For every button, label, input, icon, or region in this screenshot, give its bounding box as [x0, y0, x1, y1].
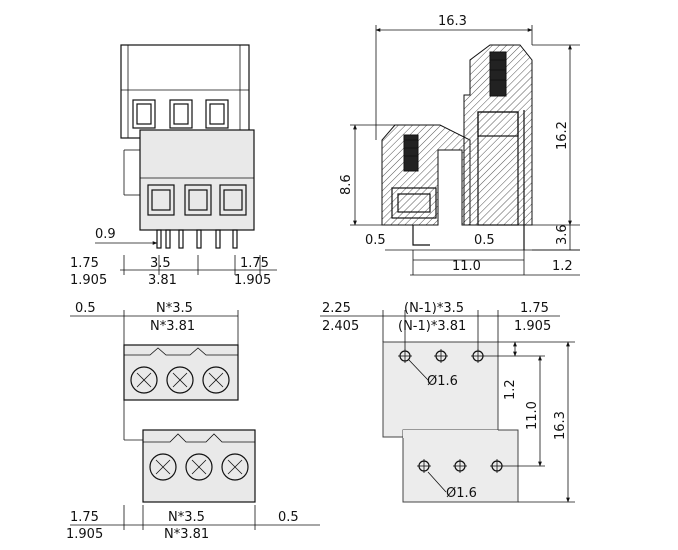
dim-bottom-span-a: N*3.5 [168, 510, 205, 525]
dim-bottom-offset: 0.5 [278, 510, 299, 525]
pcb-layout: 2.25 2.405 (N-1)*3.5 (N-1)*3.81 1.75 1.9… [320, 301, 575, 503]
pcb-upper-outline [382, 341, 499, 438]
dim-pin-width: 0.9 [95, 227, 116, 242]
dim-edge-right-b: 1.905 [234, 273, 271, 288]
dim-pcb-left-a: 2.25 [322, 301, 351, 316]
pcb-holes-top [398, 349, 485, 363]
dim-pin-length: 3.6 [555, 224, 570, 245]
dim-pcb-span-a: (N-1)*3.5 [404, 301, 464, 316]
dim-pitch-a: 3.5 [150, 256, 171, 271]
front-pins [156, 229, 238, 249]
pcb-holes-bottom [417, 459, 504, 473]
lower-pin [412, 225, 430, 246]
dim-overall-height: 16.2 [555, 121, 570, 150]
dim-pin-offset-left: 0.5 [365, 233, 386, 248]
dim-overall-width: 16.3 [438, 14, 467, 29]
dim-hole-dia-bottom: Ø1.6 [446, 486, 477, 501]
top-upper-screws [130, 366, 230, 394]
dim-bottom-edge-b: 1.905 [66, 527, 103, 542]
top-lower-screws [149, 453, 249, 481]
dim-bottom-edge-a: 1.75 [70, 510, 99, 525]
lower-screw [403, 134, 419, 172]
dim-pcb-right-b: 1.905 [514, 319, 551, 334]
dim-edge-left-b: 1.905 [70, 273, 107, 288]
lower-body-section [381, 124, 471, 226]
dim-pcb-left-b: 2.405 [322, 319, 359, 334]
upper-body-section [463, 44, 533, 226]
dim-top-span-a: N*3.5 [156, 301, 193, 316]
dim-pcb-span-b: (N-1)*3.81 [398, 319, 466, 334]
top-view: 0.5 N*3.5 N*3.81 1.75 1.905 N*3.5 N*3.81… [66, 301, 320, 542]
dim-pcb-v-mid: 11.0 [525, 401, 540, 430]
dim-pitch-b: 3.81 [148, 273, 177, 288]
dim-hole-dia-top: Ø1.6 [427, 374, 458, 389]
dim-pcb-v-small: 1.2 [503, 379, 518, 400]
upper-wire-slots [132, 99, 229, 129]
upper-screw [489, 51, 507, 97]
dim-pcb-right-a: 1.75 [520, 301, 549, 316]
dim-edge-left-a: 1.75 [70, 256, 99, 271]
dim-pin-offset-right: 0.5 [474, 233, 495, 248]
top-upper-block [123, 344, 239, 401]
dim-top-span-b: N*3.81 [150, 319, 195, 334]
front-view: 0.9 1.75 1.905 3.5 3.81 1.75 1.905 [70, 44, 277, 288]
dim-pin-pitch-row: 11.0 [452, 259, 481, 274]
dim-right-offset: 1.2 [552, 259, 573, 274]
dim-bottom-span-b: N*3.81 [164, 527, 209, 542]
dim-pcb-v-total: 16.3 [553, 411, 568, 440]
side-view: 16.3 16.2 8.6 0.5 0.5 3.6 11.0 1.2 [339, 14, 580, 276]
lower-wire-slots [147, 184, 247, 216]
top-lower-block [142, 429, 256, 503]
dim-lower-height: 8.6 [339, 174, 354, 195]
dim-edge-right-a: 1.75 [240, 256, 269, 271]
dim-top-offset: 0.5 [75, 301, 96, 316]
